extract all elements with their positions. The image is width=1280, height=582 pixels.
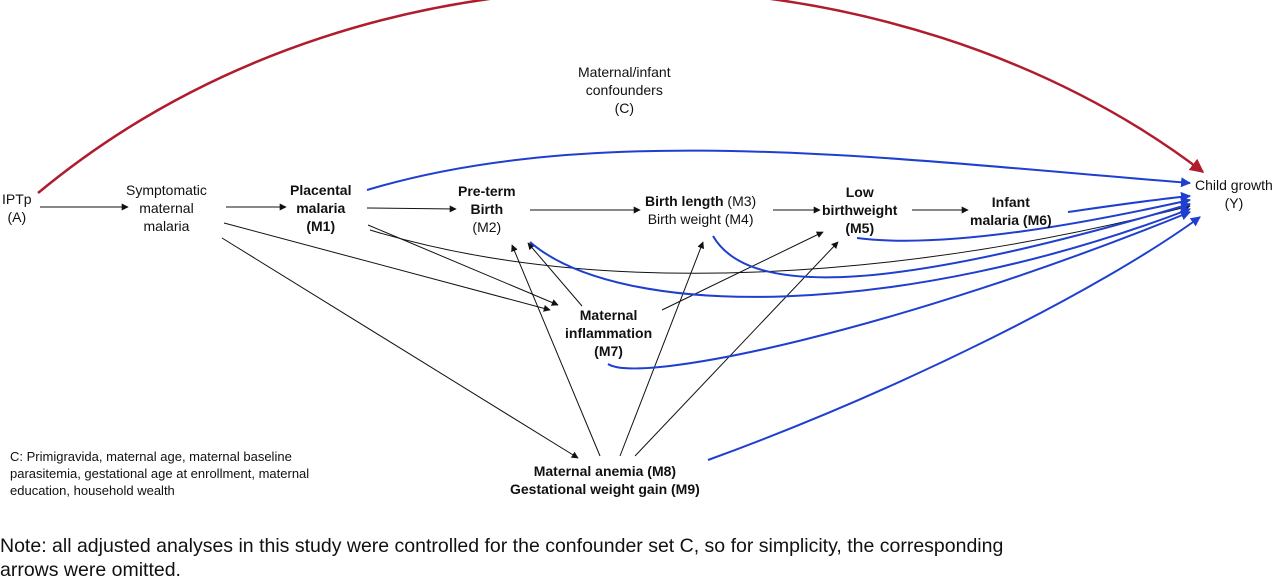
arrow-inflammation-child bbox=[607, 210, 1191, 370]
arrow-symptomatic-anemia bbox=[221, 237, 579, 459]
node-low-birthweight: Low birthweight (M5) bbox=[822, 184, 898, 236]
arrow-placental-child bbox=[366, 149, 1191, 191]
arrow-placental-child-gray bbox=[369, 204, 1191, 274]
arrow-anemia-child bbox=[707, 216, 1201, 461]
node-confounders: Maternal/infant confounders (C) bbox=[578, 64, 671, 116]
arrow-placental-preterm bbox=[366, 205, 457, 213]
node-placental-malaria: Placental malaria (M1) bbox=[290, 182, 352, 234]
arrow-infant-child bbox=[1067, 191, 1191, 213]
arrow-inflammation-preterm bbox=[527, 242, 583, 307]
figure-note: Note: all adjusted analyses in this stud… bbox=[0, 535, 1004, 581]
arrow-birthlength-child bbox=[712, 201, 1191, 279]
arrow-iptp-child bbox=[37, 0, 1205, 194]
arrow-symptomatic-inflammation bbox=[223, 222, 551, 312]
arrow-lowbw-child bbox=[856, 197, 1191, 242]
node-birth-length-weight: Birth length (M3) Birth weight (M4) bbox=[645, 193, 757, 227]
node-symptomatic-malaria: Symptomatic maternal malaria bbox=[126, 182, 207, 234]
confounder-legend: C: Primigravida, maternal age, maternal … bbox=[10, 449, 310, 498]
arrow-anemia-birthlength bbox=[619, 241, 704, 457]
node-maternal-anemia: Maternal anemia (M8) Gestational weight … bbox=[510, 463, 700, 497]
arrow-inflammation-lowbw bbox=[661, 231, 824, 311]
node-child-growth: Child growth (Y) bbox=[1195, 177, 1273, 211]
arrow-anemia-preterm bbox=[511, 244, 601, 457]
node-iptp: IPTp (A) bbox=[2, 191, 32, 225]
node-infant-malaria: Infant malaria (M6) bbox=[970, 194, 1052, 228]
node-preterm-birth: Pre-term Birth (M2) bbox=[458, 183, 516, 235]
node-maternal-inflammation: Maternal inflammation (M7) bbox=[565, 307, 653, 359]
arrow-preterm-child bbox=[529, 207, 1191, 298]
arrow-placental-inflammation bbox=[367, 224, 559, 306]
arrow-anemia-lowbw bbox=[634, 241, 839, 457]
